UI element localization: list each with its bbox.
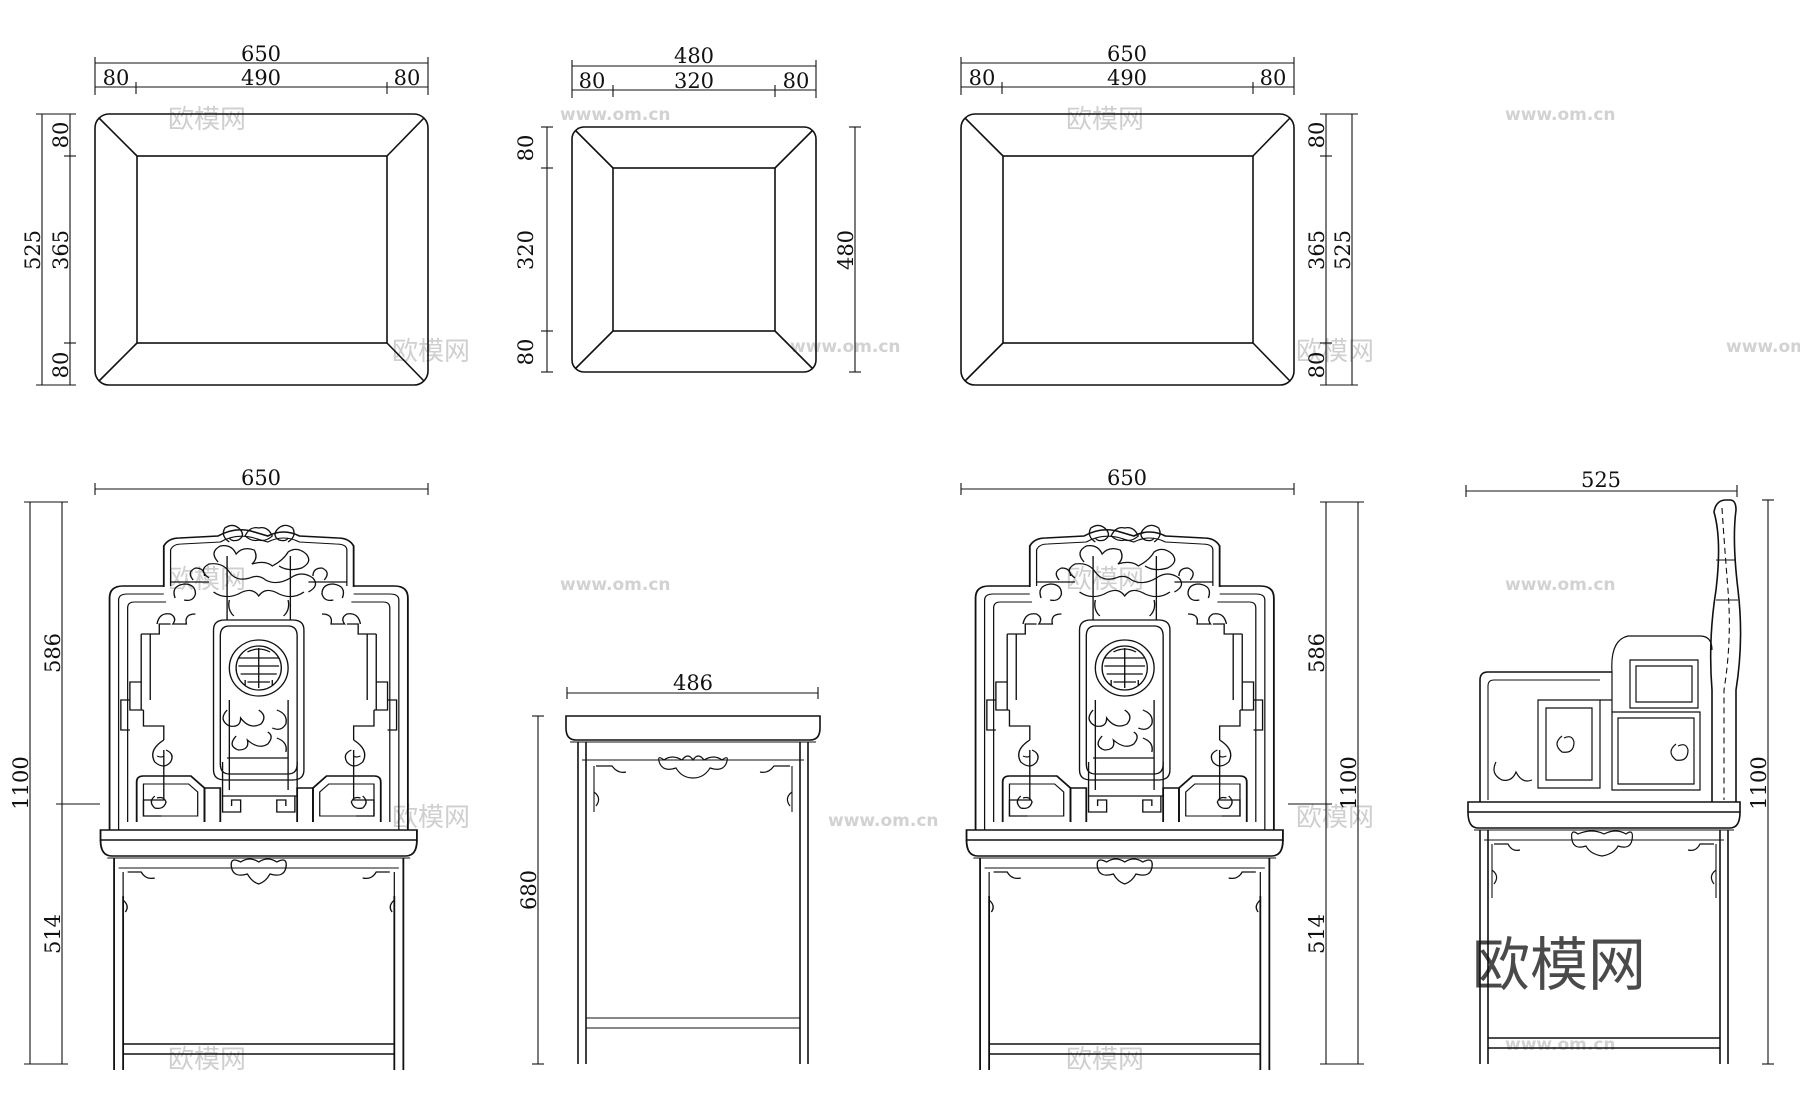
dim-depth-seg-1: 80 (514, 135, 538, 162)
elevation-chair-front-left: 650 1100 586 514 (9, 466, 429, 1071)
dim-chair-back-height: 586 (1305, 633, 1329, 673)
dim-width-seg-2: 490 (241, 66, 281, 90)
dim-chair-depth: 525 (1581, 468, 1621, 492)
dim-width-seg-1: 80 (969, 66, 996, 90)
dim-depth-seg-3: 80 (49, 352, 73, 379)
dim-depth-seg-2: 320 (514, 230, 538, 270)
dim-chair-back-height: 586 (41, 633, 65, 673)
dim-depth-seg-2: 365 (1305, 230, 1329, 270)
dim-width-seg-3: 80 (783, 69, 810, 93)
dim-width-seg-2: 320 (674, 69, 714, 93)
elevation-table-front: 486 680 (517, 671, 821, 1065)
dim-chair-seat-height: 514 (1305, 914, 1329, 954)
dim-width-seg-1: 80 (579, 69, 606, 93)
watermark-url: www.om.cn (1505, 1035, 1616, 1055)
watermark-url: www.om.cn (1505, 105, 1616, 125)
dim-overall-depth: 525 (1331, 230, 1355, 270)
dim-overall-depth: 525 (21, 230, 45, 270)
elevation-chair-side: 525 1100 (1465, 468, 1774, 1065)
dim-table-height: 680 (517, 870, 541, 910)
dim-width-seg-3: 80 (1260, 66, 1287, 90)
dim-width-seg-2: 490 (1107, 66, 1147, 90)
dim-chair-seat-height: 514 (41, 914, 65, 954)
watermark-url: www.om.cn (1505, 575, 1616, 595)
watermark-url: www.om.cn (560, 575, 671, 595)
watermark-brand: 欧模网 (392, 337, 470, 367)
brand-logo-text: 欧模网 (1472, 931, 1646, 999)
watermark-brand: 欧模网 (392, 803, 470, 833)
dim-depth-seg-3: 80 (1305, 352, 1329, 379)
watermark-brand: 欧模网 (1066, 105, 1144, 135)
dim-chair-total-height: 1100 (1337, 756, 1361, 809)
watermark-brand: 欧模网 (1296, 337, 1374, 367)
dim-width-seg-1: 80 (103, 66, 130, 90)
dim-chair-width: 650 (241, 466, 281, 490)
watermark-url: www.om.cn (828, 811, 939, 831)
watermark-url: www.om.cn (560, 105, 671, 125)
dim-table-width: 486 (673, 671, 713, 695)
dim-width-seg-3: 80 (394, 66, 421, 90)
plan-view-seat-right: 650 80 490 80 80 365 80 525 (960, 42, 1358, 386)
watermark-url: www.om.cn (790, 337, 901, 357)
dim-overall-width: 480 (674, 44, 714, 68)
watermark-layer: 欧模网 www.om.cn 欧模网 www.om.cn 欧模网 www.om.c… (168, 105, 1800, 1075)
watermark-brand: 欧模网 (168, 565, 246, 595)
dim-depth-seg-3: 80 (514, 339, 538, 366)
watermark-url: www.om.cn (1726, 337, 1800, 357)
dim-depth-seg-1: 80 (49, 122, 73, 149)
watermark-brand: 欧模网 (1066, 1045, 1144, 1075)
dim-depth-seg-2: 365 (49, 230, 73, 270)
dim-chair-total-height: 1100 (9, 756, 33, 809)
dim-chair-width: 650 (1107, 466, 1147, 490)
dim-overall-width: 650 (241, 42, 281, 66)
plan-view-seat-left: 650 80 490 80 525 80 365 80 (21, 42, 429, 386)
elevation-chair-front-right: 650 586 1100 514 (960, 466, 1364, 1071)
dim-chair-total-height: 1100 (1747, 756, 1771, 809)
plan-view-table: 480 80 320 80 80 320 80 480 (514, 44, 861, 373)
dim-overall-width: 650 (1107, 42, 1147, 66)
dim-overall-depth: 480 (834, 230, 858, 270)
watermark-brand: 欧模网 (168, 105, 246, 135)
watermark-brand: 欧模网 (168, 1045, 246, 1075)
watermark-brand: 欧模网 (1296, 803, 1374, 833)
dim-depth-seg-1: 80 (1305, 122, 1329, 149)
